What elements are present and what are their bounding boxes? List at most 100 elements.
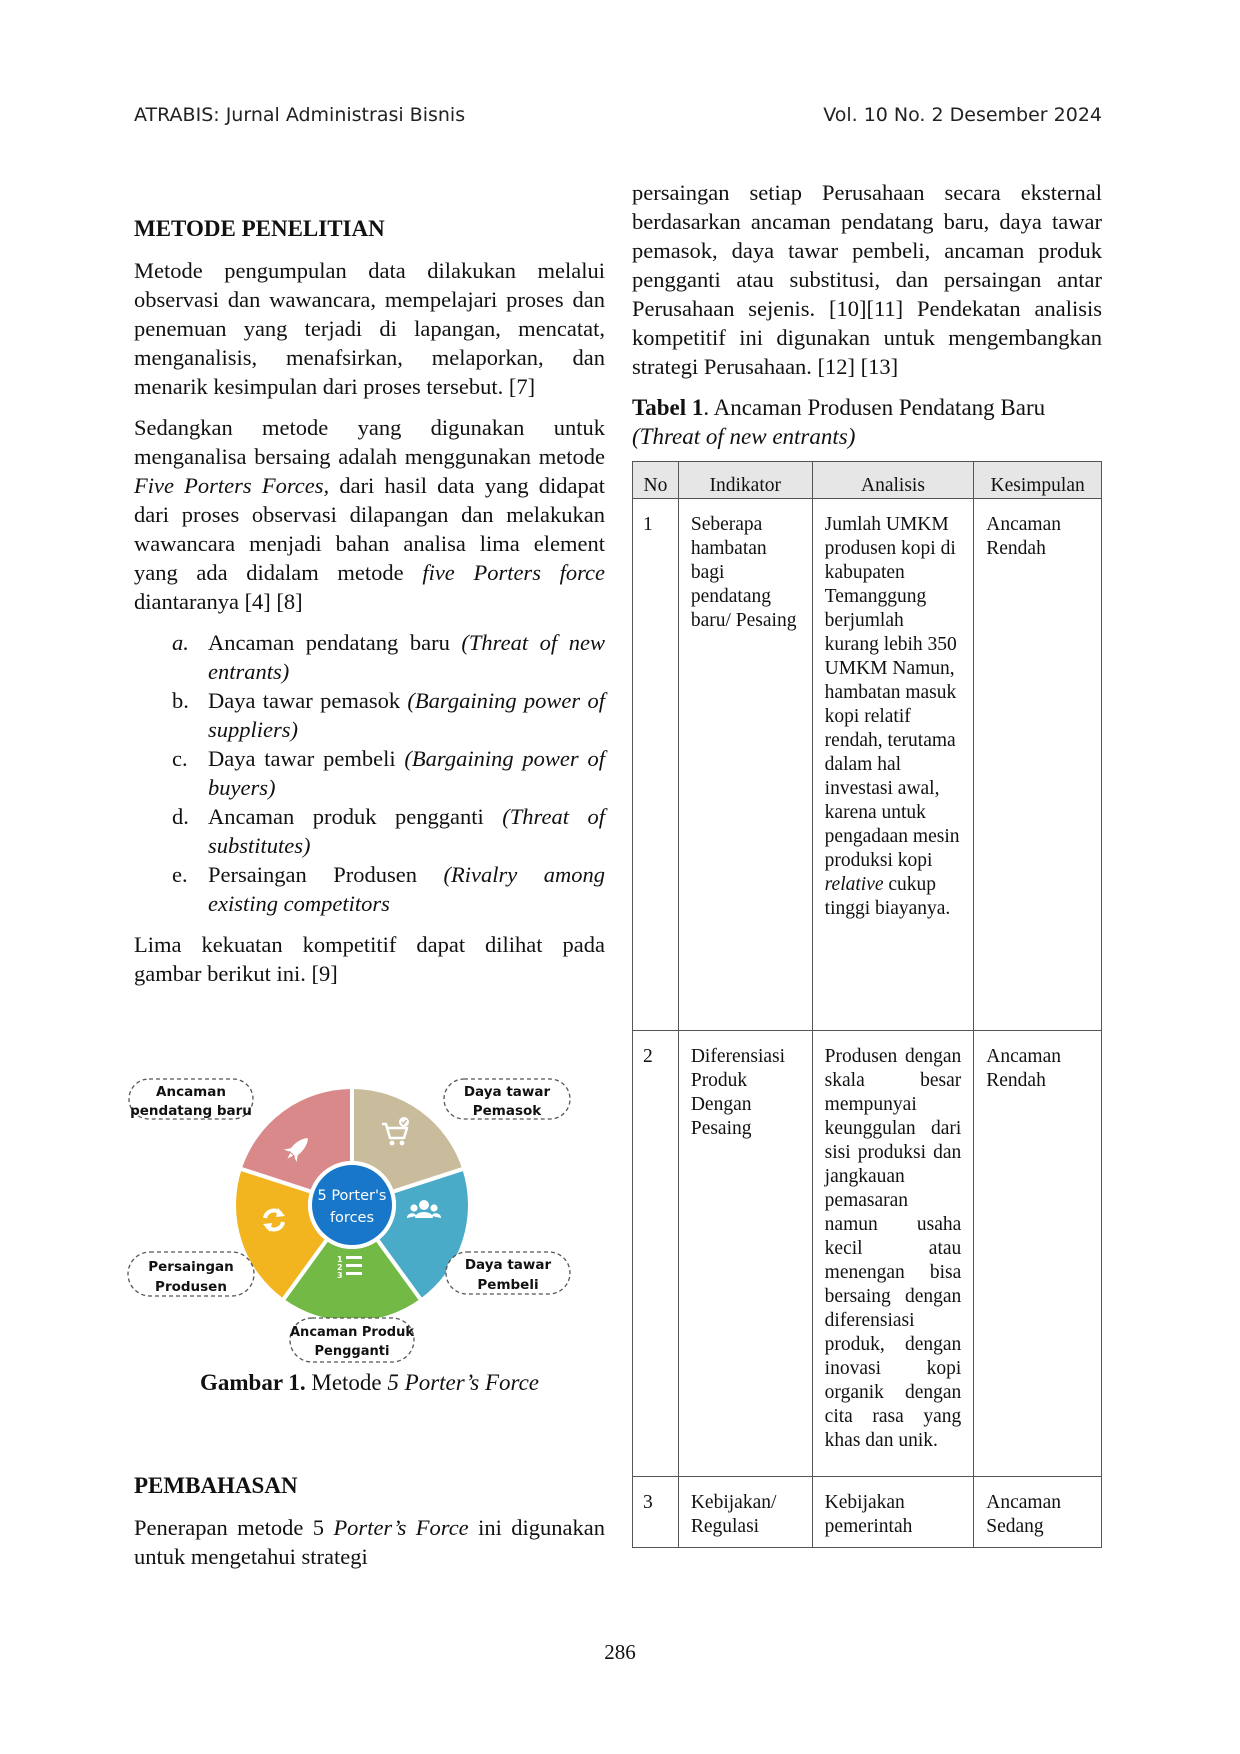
center-circle — [308, 1161, 396, 1249]
list-marker: d. — [172, 804, 189, 829]
svg-text:1: 1 — [337, 1255, 343, 1264]
numbered-list-icon: 1 2 3 — [337, 1255, 362, 1280]
list-italic: (Threat of substitutes) — [208, 804, 605, 858]
paragraph-right-1: persaingan setiap Perusahaan secara ekst… — [632, 180, 1102, 379]
table-header-row: No Indikator Analisis Kesimpulan — [632, 461, 1102, 499]
list-item: b. Daya tawar pemasok (Bargaining power o… — [134, 686, 605, 744]
cell-kesimpulan: Ancaman Rendah — [973, 498, 1102, 1031]
cell-indikator: Diferensiasi Produk Dengan Pesaing — [677, 1030, 813, 1477]
cell-no: 2 — [632, 1030, 679, 1477]
text-run: ini digunakan untuk mengetahui strategi — [134, 1515, 605, 1569]
paragraph-metode-3: Lima kekuatan kompetitif dapat dilihat p… — [134, 932, 605, 986]
cell-no: 1 — [632, 498, 679, 1031]
label-buyer-box — [445, 1251, 571, 1295]
cell-analisis: Kebijakan pemerintah — [811, 1476, 975, 1548]
cell-analisis: Jumlah UMKM produsen kopi di kabupaten T… — [811, 498, 975, 1031]
list-text: Ancaman produk pengganti — [208, 804, 503, 829]
header-analisis: Analisis — [811, 461, 975, 499]
label-new-entrants-box — [128, 1078, 254, 1120]
list-text: Persaingan Produsen — [208, 862, 444, 887]
five-forces-list: a. Ancaman pendatang baru (Threat of new … — [134, 628, 605, 918]
table-row: 3 Kebijakan/ Regulasi Kebijakan pemerint… — [632, 1476, 1102, 1548]
svg-text:3: 3 — [337, 1271, 343, 1280]
figure-caption: Gambar 1. Metode 5 Porter’s Force — [134, 1370, 605, 1396]
page-number: 286 — [604, 1640, 636, 1664]
list-text: Daya tawar pembeli — [208, 746, 405, 771]
text-run: cukup tinggi biayanya. — [824, 874, 951, 919]
center-label: forces — [330, 1210, 374, 1226]
list-item: a. Ancaman pendatang baru (Threat of new … — [134, 628, 605, 686]
journal-name: ATRABIS: Jurnal Administrasi Bisnis — [134, 104, 466, 126]
list-item: c. Daya tawar pembeli (Bargaining power o… — [134, 744, 605, 802]
list-italic: (Rivalry among existing competitors — [208, 862, 605, 916]
label-buyer: Daya tawar — [465, 1257, 552, 1273]
issue-info: Vol. 10 No. 2 Desember 2024 — [823, 104, 1102, 126]
header-kesimpulan: Kesimpulan — [973, 461, 1102, 499]
rocket-icon — [283, 1138, 308, 1163]
list-marker: b. — [172, 688, 189, 713]
caption-italic: 5 Porter’s Force — [387, 1370, 540, 1395]
label-rivalry-box — [127, 1251, 255, 1297]
threat-table: No Indikator Analisis Kesimpulan 1 Seber… — [632, 461, 1102, 1548]
table-caption: Tabel 1. Ancaman Produsen Pendatang Baru… — [632, 393, 1102, 451]
label-supplier-box — [443, 1078, 571, 1120]
label-substitute-box — [289, 1317, 415, 1363]
list-item: e. Persaingan Produsen (Rivalry among exi… — [134, 860, 605, 918]
text-run: dari hasil data yang didapat dari proses… — [134, 473, 605, 585]
text-run: Penerapan metode 5 — [134, 1515, 334, 1540]
list-marker: a. — [172, 630, 189, 655]
list-marker: e. — [172, 862, 188, 887]
header-indikator: Indikator — [677, 461, 813, 499]
list-item: d. Ancaman produk pengganti (Threat of su… — [134, 802, 605, 860]
section-title-metode: METODE PENELITIAN — [134, 216, 385, 241]
refresh-icon — [263, 1208, 285, 1232]
running-header: ATRABIS: Jurnal Administrasi Bisnis Vol.… — [134, 104, 1102, 134]
list-text: Ancaman pendatang baru — [208, 630, 462, 655]
table-caption-text: . Ancaman Produsen Pendatang Baru — [703, 395, 1046, 420]
cell-indikator: Kebijakan/ Regulasi — [677, 1476, 813, 1548]
label-new-entrants: pendatang baru — [130, 1103, 252, 1119]
italic-run: Five Porters Forces, — [134, 473, 330, 498]
table-row: 2 Diferensiasi Produk Dengan Pesaing Pro… — [632, 1030, 1102, 1477]
right-column: persaingan setiap Perusahaan secara ekst… — [632, 178, 1102, 1548]
five-forces-diagram: 5 Porter's forces 1 2 3 — [127, 1078, 571, 1363]
list-italic: (Bargaining power of suppliers) — [208, 688, 605, 742]
label-rivalry: Persaingan — [148, 1259, 233, 1275]
label-supplier: Daya tawar — [464, 1084, 551, 1100]
text-run: diantaranya [4] [8] — [134, 589, 303, 614]
cell-indikator: Seberapa hambatan bagi pendatang baru/ P… — [677, 498, 813, 1031]
label-substitute: Pengganti — [315, 1344, 390, 1359]
paragraph-metode-2: Sedangkan metode yang digunakan untuk me… — [134, 413, 605, 616]
list-text: Daya tawar pemasok — [208, 688, 408, 713]
label-substitute: Ancaman Produk — [290, 1325, 414, 1340]
caption-bold: Gambar 1. — [199, 1370, 306, 1395]
cell-no: 3 — [632, 1476, 679, 1548]
cell-kesimpulan: Ancaman Sedang — [973, 1476, 1102, 1548]
paragraph-metode-1: Metode pengumpulan data dilakukan melalu… — [134, 258, 605, 399]
table-row: 1 Seberapa hambatan bagi pendatang baru/… — [632, 498, 1102, 1031]
text-run: Jumlah UMKM produsen kopi di kabupaten T… — [824, 514, 960, 871]
cart-icon — [382, 1117, 409, 1146]
left-column: METODE PENELITIAN Metode pengumpulan dat… — [134, 216, 605, 1000]
list-italic: (Bargaining power of buyers) — [208, 746, 605, 800]
label-supplier: Pemasok — [473, 1103, 543, 1119]
italic-run: five Porters force — [422, 560, 606, 585]
cell-kesimpulan: Ancaman Rendah — [973, 1030, 1102, 1477]
label-new-entrants: Ancaman — [156, 1084, 226, 1100]
section-title-pembahasan: PEMBAHASAN — [134, 1473, 298, 1498]
italic-run: Porter’s Force — [333, 1515, 469, 1540]
users-icon — [407, 1200, 441, 1218]
table-caption-bold: Tabel 1 — [632, 395, 704, 420]
pembahasan-section: PEMBAHASAN Penerapan metode 5 Porter’s F… — [134, 1473, 605, 1583]
text-run: Sedangkan metode yang digunakan untuk me… — [134, 415, 605, 469]
cell-analisis: Produsen dengan skala besar mempunyai ke… — [811, 1030, 975, 1477]
italic-run: relative — [824, 874, 884, 895]
list-italic: (Threat of new entrants) — [208, 630, 605, 684]
table-caption-italic: (Threat of new entrants) — [632, 424, 856, 449]
center-label: 5 Porter's — [317, 1188, 386, 1204]
forces-wheel — [232, 1084, 472, 1325]
label-rivalry: Produsen — [155, 1279, 227, 1295]
list-marker: c. — [172, 746, 188, 771]
header-no: No — [632, 461, 679, 499]
paragraph-pembahasan-1: Penerapan metode 5 Porter’s Force ini di… — [134, 1513, 605, 1571]
